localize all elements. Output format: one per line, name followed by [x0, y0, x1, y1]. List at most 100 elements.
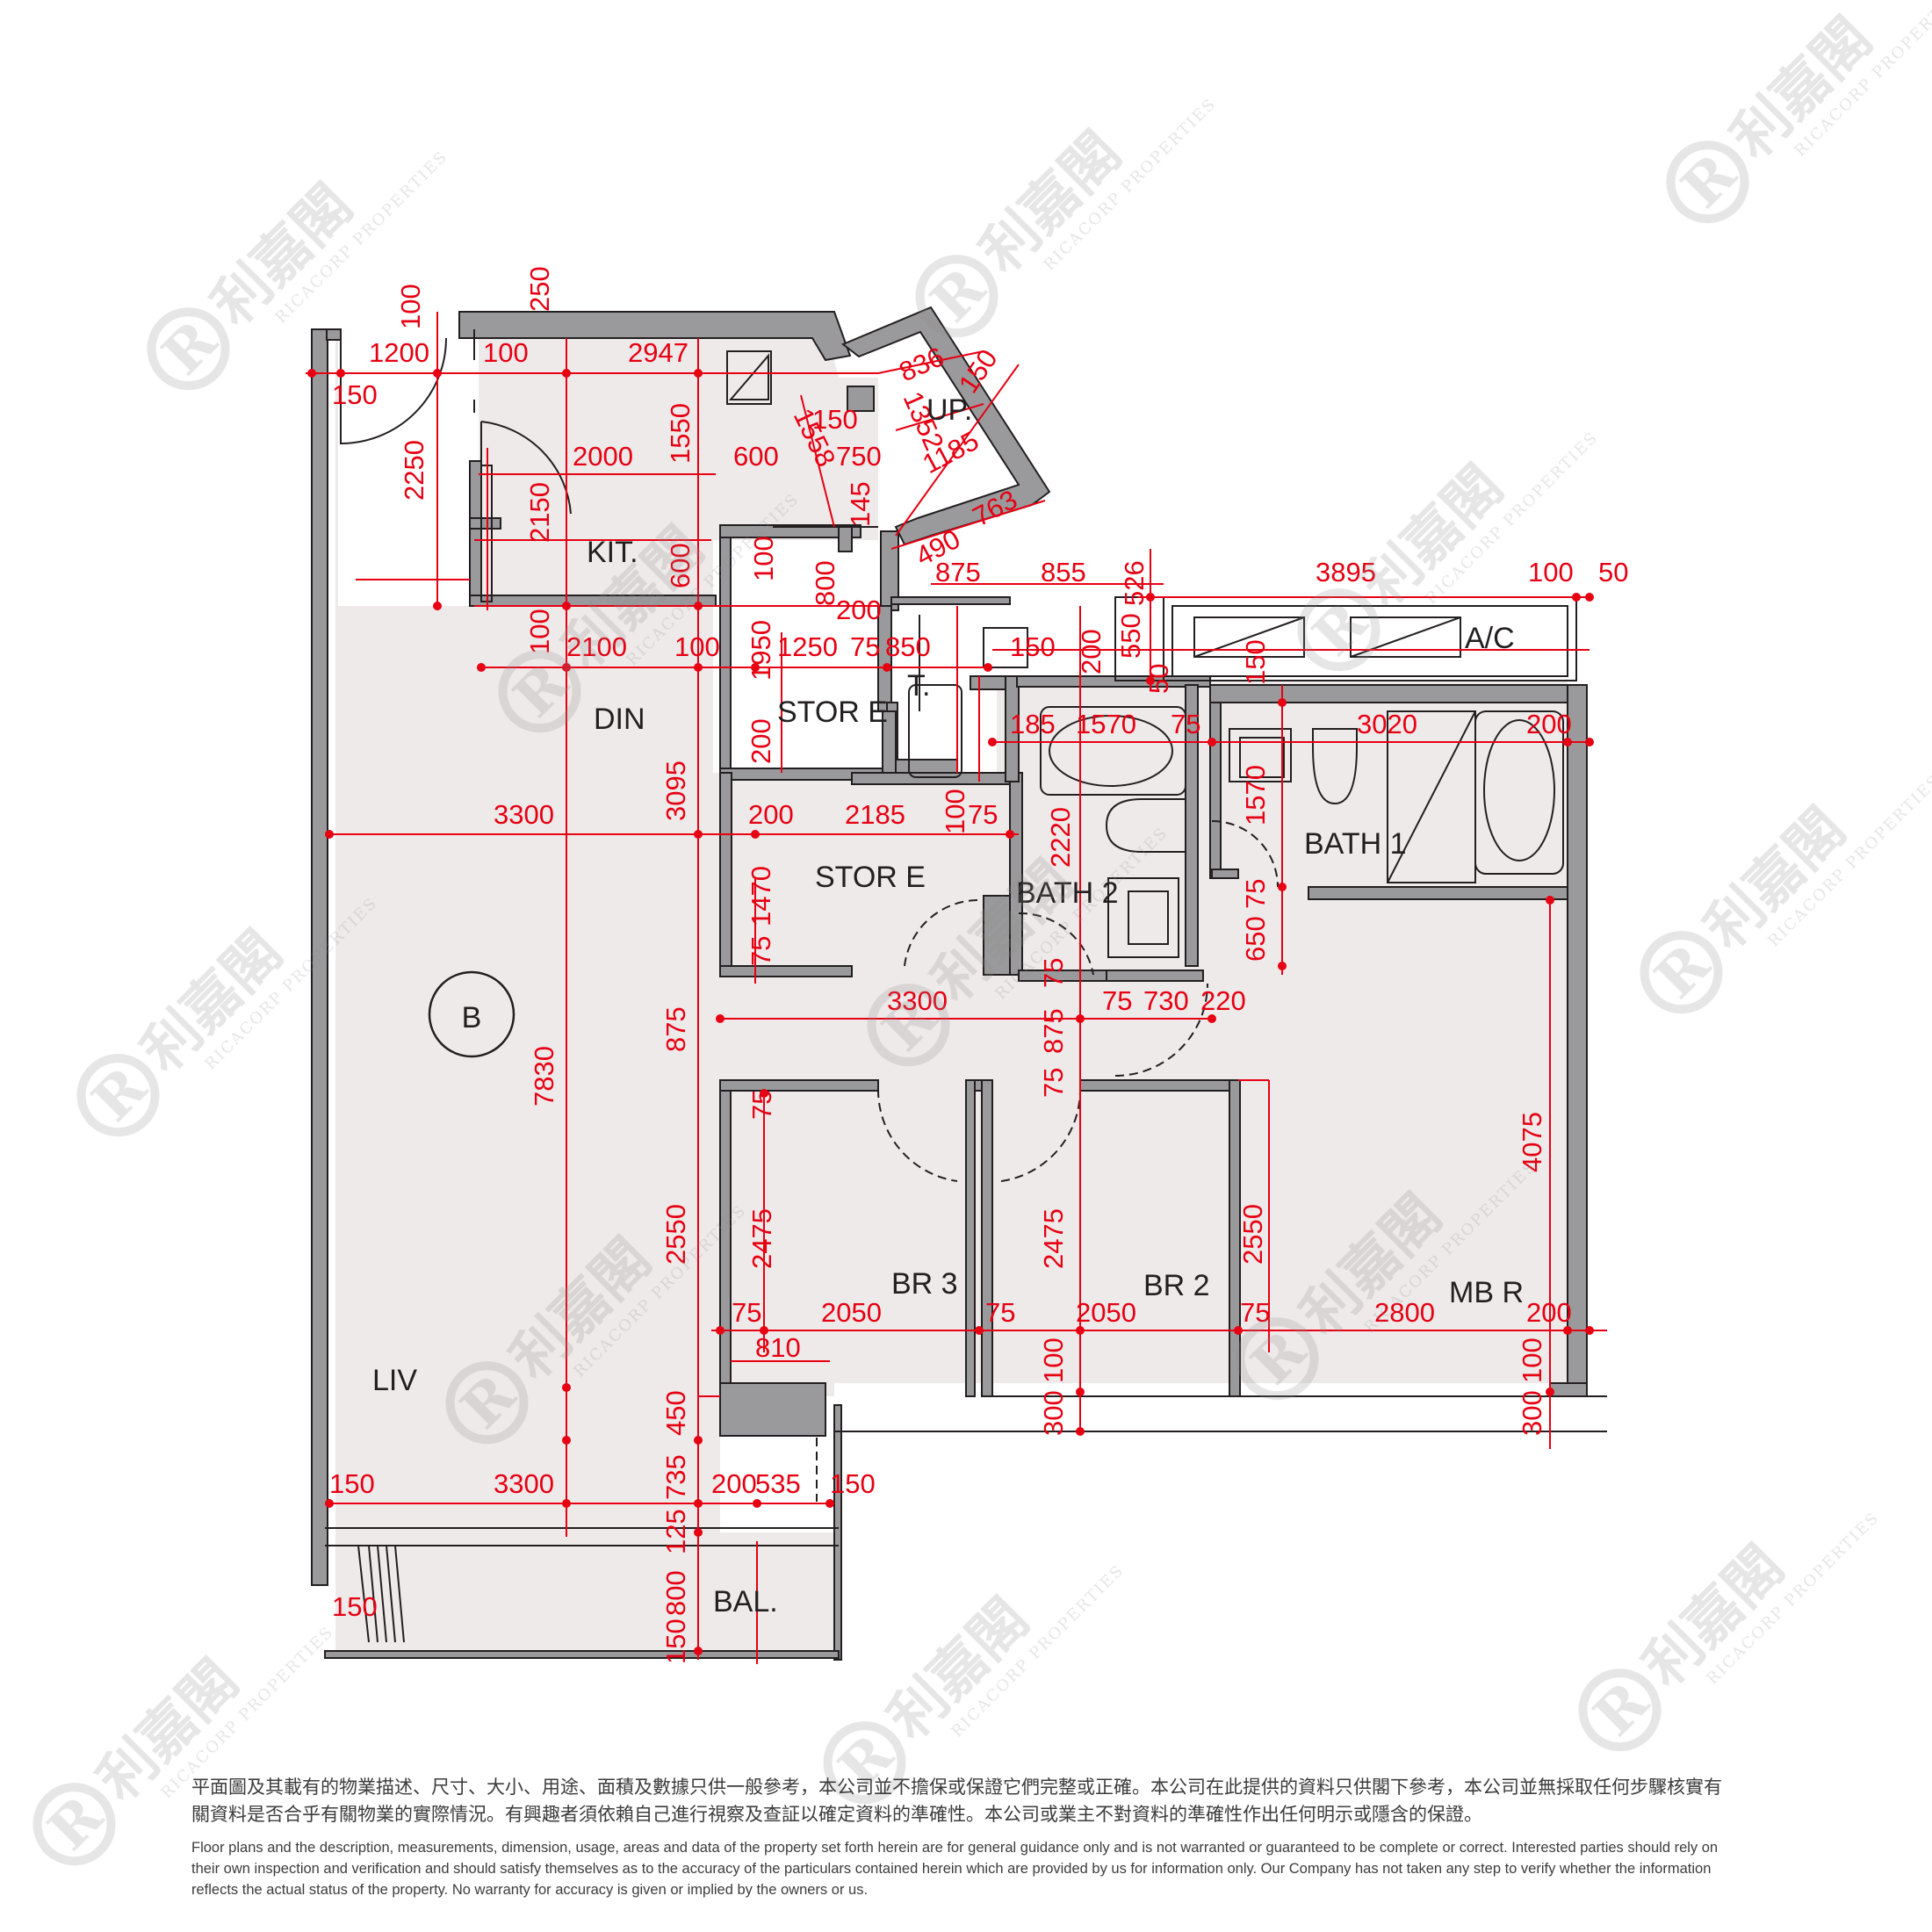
dim-label: 75: [1102, 985, 1132, 1016]
east-exterior-wall: [1567, 684, 1588, 1397]
balcony-pillar: [719, 1382, 826, 1437]
room-label-bath-2: BATH 2: [1016, 876, 1119, 910]
watermark-emblem-icon: [1666, 141, 1749, 224]
dim-label: 75: [746, 936, 776, 966]
watermark-emblem-icon: [823, 1721, 906, 1805]
dim-label: 150: [332, 1591, 378, 1622]
dim-label: 875: [1038, 1008, 1069, 1054]
dim-label: 100: [524, 609, 555, 654]
dim-label: 145: [845, 481, 876, 527]
dim-label: 800: [810, 560, 840, 606]
dim-label: 100: [674, 631, 720, 662]
dim-label: 185: [1010, 709, 1056, 739]
dim-label: 600: [733, 441, 779, 472]
dim-label: 535: [755, 1468, 801, 1499]
dim-label: 75: [1240, 1297, 1270, 1328]
dim-label: 3095: [660, 761, 691, 821]
room-label-store-upper: STOR E: [777, 696, 888, 729]
dim-label: 526: [1119, 560, 1150, 606]
dim-label: 75: [985, 1297, 1015, 1328]
dim-label: 1200: [369, 337, 429, 368]
dim-label: 150: [830, 1468, 876, 1499]
dim-label: 3020: [1357, 709, 1417, 739]
dim-label: 875: [660, 1006, 691, 1052]
dim-label: 3300: [494, 799, 554, 830]
dim-label: 220: [1200, 985, 1246, 1016]
room-label-ac-platform: A/C: [1465, 622, 1515, 655]
disclaimer: 平面圖及其載有的物業描述、尺寸、大小、用途、面積及數據只供一般參考，本公司並不擔…: [191, 1774, 1737, 1900]
dim-label: 1570: [1240, 765, 1271, 825]
store-upper-wall: [719, 524, 861, 538]
watermarks: R 利嘉閣 RICACORP PROPERTIES R 利嘉閣 RICACORP…: [32, 0, 1932, 1866]
room-label-kitchen: KIT.: [587, 536, 638, 569]
dim-label: 2550: [660, 1204, 691, 1265]
watermark: R 利嘉閣 RICACORP PROPERTIES: [915, 94, 1220, 338]
room-labels: KIT. DIN LIV BAL. STOR E STOR E T. BATH …: [372, 393, 1524, 1618]
watermark-emblem-icon: [1297, 588, 1381, 672]
dim-label: 2550: [1237, 1204, 1268, 1265]
room-label-master-bedroom: MB R: [1449, 1276, 1524, 1309]
kitchen-partition-1: [469, 460, 482, 607]
dim-label: 1470: [746, 866, 776, 926]
bath-1-wall: [1209, 684, 1569, 703]
room-label-store-lower: STOR E: [815, 861, 926, 894]
balcony-floor: [335, 1532, 836, 1655]
dim-label: 75: [746, 1090, 777, 1120]
watermark-emblem-icon: [1236, 1317, 1319, 1401]
watermark: R 利嘉閣 RICACORP PROPERTIES: [1640, 770, 1932, 1014]
disclaimer-chinese: 平面圖及其載有的物業描述、尺寸、大小、用途、面積及數據只供一般參考，本公司並不擔…: [191, 1777, 1722, 1825]
dim-label: 730: [1143, 985, 1189, 1016]
dim-label: 800: [660, 1570, 691, 1616]
room-label-balcony: BAL.: [713, 1585, 778, 1618]
dim-label: 750: [836, 441, 882, 472]
shower-bath-1: [1387, 710, 1476, 883]
watermark-emblem-icon: [445, 1361, 529, 1445]
dim-label: 2050: [821, 1297, 882, 1328]
watermark-emblem-icon: [1578, 1669, 1662, 1752]
watermark-emblem-icon: [1640, 931, 1723, 1014]
room-label-bedroom-3: BR 3: [891, 1267, 958, 1301]
north-exterior-wall: [458, 311, 852, 362]
dim-label: 1950: [746, 620, 776, 681]
dim-label: 450: [660, 1390, 691, 1436]
dim-label: 100: [395, 284, 426, 329]
dim-label: 200: [711, 1468, 757, 1499]
dim-label: 75: [1038, 1068, 1069, 1098]
walls: [311, 306, 1588, 1661]
dim-label: 2050: [1076, 1297, 1136, 1328]
dim-label: 150: [329, 1468, 375, 1499]
dim-label: 3300: [494, 1468, 554, 1499]
watermark-emblem-icon: [498, 650, 581, 733]
watermark: R 利嘉閣 RICACORP PROPERTIES: [1297, 428, 1602, 672]
dim-label: 150: [660, 1618, 691, 1664]
dim-label: 855: [1041, 557, 1086, 588]
dim-label: 7830: [529, 1046, 559, 1107]
dim-label: 2947: [628, 337, 688, 368]
bathtub-bath-2: [1040, 706, 1186, 796]
entry-door-swing: [340, 337, 447, 445]
dim-label: 100: [1038, 1337, 1069, 1383]
dim-label: 200: [1076, 629, 1107, 674]
dim-label: 2475: [746, 1208, 777, 1269]
dim-label: 200: [746, 718, 776, 764]
dim-label: 200: [748, 799, 794, 830]
dim-label: 100: [940, 789, 970, 834]
dim-label: 3895: [1316, 557, 1376, 588]
dim-label: 100: [1517, 1337, 1547, 1383]
dim-label: 2000: [573, 441, 633, 472]
dim-label: 75: [968, 799, 998, 830]
dim-label: 3300: [887, 985, 948, 1016]
dim-label: 2150: [524, 482, 555, 543]
dim-label: 735: [660, 1454, 691, 1500]
dim-label: 200: [1526, 709, 1572, 739]
room-label-utility-platform: UP.: [926, 393, 972, 427]
room-label-dining: DIN: [594, 703, 645, 736]
kitchen-door-swing: [480, 421, 572, 515]
dim-label: 850: [885, 631, 931, 662]
living-dining-floor: [335, 327, 1568, 1532]
dim-label: 1250: [777, 631, 838, 662]
west-exterior-wall: [311, 328, 328, 1586]
dim-label: 600: [665, 543, 696, 588]
watermark-emblem-icon: [147, 307, 230, 391]
dim-label: 2250: [399, 440, 429, 501]
